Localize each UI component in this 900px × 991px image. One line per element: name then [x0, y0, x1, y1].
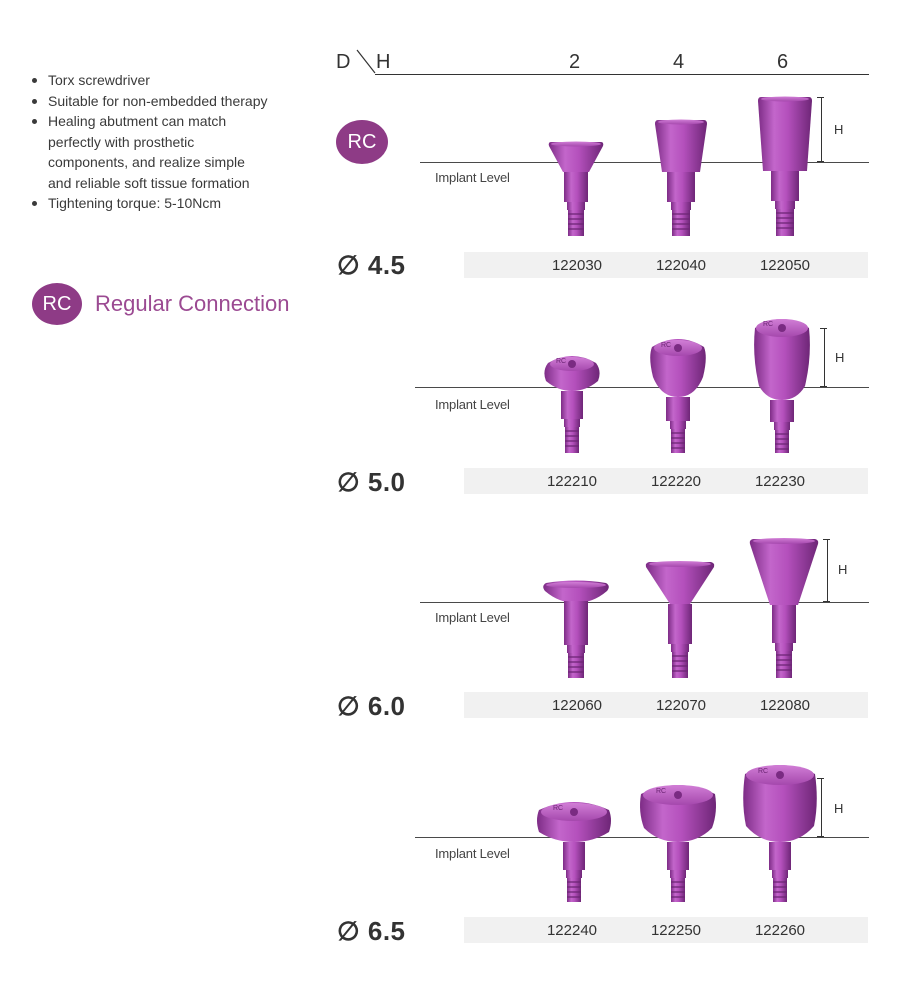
abutment-122060	[543, 580, 609, 678]
dimension-tick	[817, 836, 824, 837]
dimension-arrow	[821, 778, 822, 837]
product-code: 122250	[650, 922, 702, 939]
dimension-arrow	[821, 97, 822, 162]
product-code: 122040	[655, 257, 707, 274]
header-h-label: H	[376, 51, 391, 73]
dimension-h-label: H	[838, 562, 848, 577]
product-code: 122050	[759, 257, 811, 274]
dimension-tick	[823, 601, 830, 602]
product-code: 122230	[754, 473, 806, 490]
implant-level-line	[420, 602, 869, 603]
abutment-122030	[548, 141, 604, 236]
cap-engraving: RC	[556, 358, 566, 365]
header-d-label: D	[336, 51, 351, 73]
dimension-tick	[820, 328, 827, 329]
header-height-4: 4	[673, 51, 685, 73]
feature-list: Torx screwdriver Suitable for non-embedd…	[30, 70, 270, 214]
legend-label: Regular Connection	[95, 291, 290, 316]
cap-engraving: RC	[758, 768, 768, 775]
product-code: 122240	[546, 922, 598, 939]
code-row	[464, 252, 868, 278]
dimension-tick	[817, 778, 824, 779]
implant-level-line	[420, 162, 869, 163]
product-code: 122260	[754, 922, 806, 939]
dimension-arrow	[827, 539, 828, 602]
diameter-label: ∅ 5.0	[337, 467, 406, 497]
cap-engraving: RC	[656, 788, 666, 795]
product-code: 122210	[546, 473, 598, 490]
code-row	[464, 917, 868, 943]
code-row	[464, 468, 868, 494]
abutment-122070	[645, 561, 715, 678]
product-code: 122220	[650, 473, 702, 490]
dimension-tick	[817, 161, 824, 162]
legend-badge: RC	[32, 283, 82, 325]
code-row	[464, 692, 868, 718]
abutment-122250: RC	[640, 785, 716, 902]
implant-level-label: Implant Level	[435, 610, 510, 625]
dimension-tick	[817, 97, 824, 98]
feature-item: Tightening torque: 5-10Ncm	[30, 193, 270, 214]
feature-item: Torx screwdriver	[30, 70, 270, 91]
rc-badge: RC	[336, 120, 388, 164]
abutment-122040	[655, 119, 707, 236]
dimension-h-label: H	[834, 122, 844, 137]
header-height-6: 6	[777, 51, 789, 73]
implant-level-label: Implant Level	[435, 170, 510, 185]
diameter-label: ∅ 4.5	[337, 250, 406, 280]
implant-level-label: Implant Level	[435, 846, 510, 861]
implant-level-label: Implant Level	[435, 397, 510, 412]
header-height-2: 2	[569, 51, 581, 73]
abutment-122260: RC	[743, 765, 817, 902]
abutment-122230: RC	[754, 319, 810, 453]
cap-engraving: RC	[763, 321, 773, 328]
implant-level-line	[415, 837, 869, 838]
abutment-122210: RC	[544, 356, 600, 453]
product-code: 122070	[655, 697, 707, 714]
abutment-122240: RC	[537, 802, 611, 902]
diameter-label: ∅ 6.0	[337, 691, 406, 721]
product-code: 122060	[551, 697, 603, 714]
header-slash	[356, 49, 376, 74]
header-rule	[375, 74, 869, 75]
dimension-arrow	[824, 328, 825, 387]
abutment-122080	[749, 538, 819, 678]
dimension-tick	[823, 539, 830, 540]
product-code: 122080	[759, 697, 811, 714]
feature-item: Suitable for non-embedded therapy	[30, 91, 270, 112]
implant-level-line	[415, 387, 869, 388]
dimension-h-label: H	[835, 350, 845, 365]
dimension-tick	[820, 386, 827, 387]
cap-engraving: RC	[553, 805, 563, 812]
product-code: 122030	[551, 257, 603, 274]
diameter-label: ∅ 6.5	[337, 916, 406, 946]
cap-engraving: RC	[661, 342, 671, 349]
feature-item: Healing abutment can match perfectly wit…	[30, 111, 270, 193]
dimension-h-label: H	[834, 801, 844, 816]
abutment-122220: RC	[650, 339, 706, 453]
abutment-122050	[758, 96, 812, 236]
